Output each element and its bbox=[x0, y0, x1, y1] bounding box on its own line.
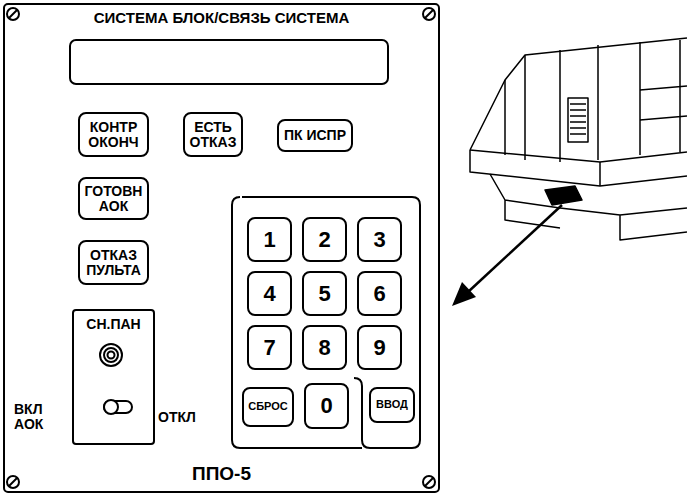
panel-location bbox=[568, 98, 588, 142]
screw bbox=[7, 8, 19, 20]
button-label: ОТКАЗ ПУЛЬТА bbox=[82, 248, 145, 277]
keypad-unit bbox=[545, 186, 582, 205]
console-lower bbox=[490, 174, 687, 240]
button-label: СБРОС bbox=[248, 401, 288, 413]
display-window bbox=[70, 40, 388, 84]
button-label: 8 bbox=[318, 336, 330, 359]
keypad-key: 4 bbox=[247, 271, 292, 316]
control-group: СН.ПАН bbox=[72, 309, 155, 445]
keypad-key: 9 bbox=[357, 325, 402, 370]
knob bbox=[100, 344, 122, 366]
arrow-line bbox=[468, 205, 562, 292]
console-edge bbox=[599, 162, 601, 186]
indicator-button: ПК ИСПР bbox=[277, 119, 353, 152]
button-label: 5 bbox=[318, 282, 330, 305]
control-panel: СИСТЕМА БЛОК/СВЯЗЬ СИСТЕМА ППО-5 КОНТР ОКО… bbox=[3, 3, 440, 493]
console-top bbox=[470, 150, 687, 162]
panel-header: СИСТЕМА БЛОК/СВЯЗЬ СИСТЕМА bbox=[5, 9, 438, 26]
keypad-key: 3 bbox=[357, 217, 402, 262]
keypad-key: 2 bbox=[302, 217, 347, 262]
console-edge bbox=[470, 150, 687, 186]
button-label: ПК ИСПР bbox=[284, 128, 346, 143]
button-label: КОНТР ОКОНЧ bbox=[82, 120, 145, 149]
keypad-key: 0 bbox=[304, 383, 349, 429]
cockpit-panels bbox=[525, 40, 680, 162]
cockpit-panels bbox=[504, 80, 506, 155]
keypad-key: ВВОД bbox=[369, 387, 415, 423]
button-label: 2 bbox=[318, 228, 330, 251]
keypad-key: 1 bbox=[247, 217, 292, 262]
button-label: 1 bbox=[263, 228, 275, 251]
button-label: 3 bbox=[373, 228, 385, 251]
screws bbox=[7, 8, 435, 488]
switch-position-label: ОТКЛ bbox=[158, 410, 208, 425]
switch-position-label: ВКЛ АОК bbox=[14, 402, 54, 432]
panel-details bbox=[7, 8, 435, 488]
panel-location-hatch bbox=[570, 104, 586, 134]
cockpit-outline bbox=[470, 38, 687, 150]
button-label: СН.ПАН bbox=[86, 317, 140, 332]
keypad-key: СБРОС bbox=[242, 387, 294, 427]
arrow-head bbox=[452, 282, 476, 306]
button-label: ВВОД bbox=[376, 399, 408, 411]
button-label: 4 bbox=[263, 282, 275, 305]
cockpit-sketch bbox=[470, 38, 687, 240]
toggle-lever bbox=[104, 401, 132, 413]
keypad-key: 8 bbox=[302, 325, 347, 370]
indicator-button: ОТКАЗ ПУЛЬТА bbox=[78, 240, 149, 285]
button-label: ЕСТЬ ОТКАЗ bbox=[187, 120, 239, 149]
screw-slot bbox=[9, 478, 17, 486]
panel-name: ППО-5 bbox=[5, 463, 438, 485]
button-label: 9 bbox=[373, 336, 385, 359]
pointer-arrow bbox=[452, 205, 562, 306]
screw bbox=[423, 8, 435, 20]
screw-slot bbox=[9, 10, 17, 18]
keypad-key: 6 bbox=[357, 271, 402, 316]
knob bbox=[108, 352, 115, 359]
keypad-key: 7 bbox=[247, 325, 292, 370]
toggle-base bbox=[104, 400, 118, 414]
keypad-key: 5 bbox=[302, 271, 347, 316]
screw bbox=[7, 476, 19, 488]
indicator-button: КОНТР ОКОНЧ bbox=[78, 112, 149, 157]
button-label: 7 bbox=[263, 336, 275, 359]
screw-slot bbox=[425, 478, 433, 486]
button-label: 0 bbox=[320, 394, 332, 417]
button-label: ГОТОВН АОК bbox=[82, 184, 145, 213]
indicator-button: ГОТОВН АОК bbox=[78, 177, 149, 220]
screw bbox=[423, 476, 435, 488]
screw-slot bbox=[425, 10, 433, 18]
keypad-frame bbox=[232, 197, 420, 448]
button-label: 6 bbox=[373, 282, 385, 305]
knob bbox=[104, 348, 118, 362]
cockpit-panels bbox=[640, 86, 687, 120]
indicator-button: ЕСТЬ ОТКАЗ bbox=[183, 112, 243, 157]
